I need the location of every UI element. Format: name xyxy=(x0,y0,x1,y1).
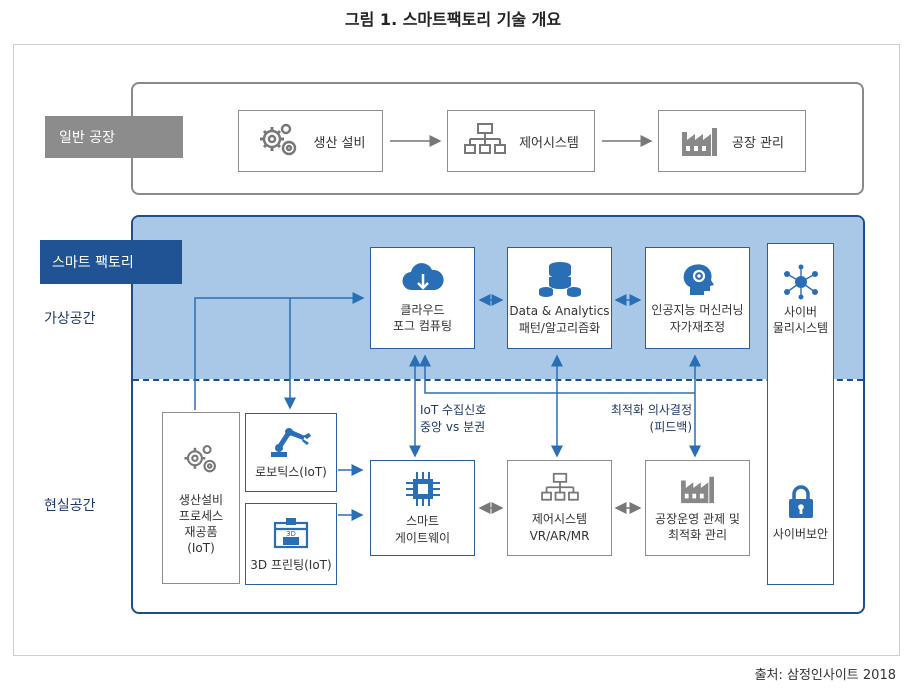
ops-label-1: 공장운영 관제 및 xyxy=(655,511,740,526)
factory-icon xyxy=(682,128,717,156)
network-icon xyxy=(783,264,818,300)
iot-note-line-1: IoT 수집신호 xyxy=(420,403,487,417)
gears-icon xyxy=(259,123,296,156)
factory-ops-box: 공장운영 관제 및 최적화 관리 xyxy=(645,460,750,556)
figure-frame xyxy=(13,44,900,656)
analytics-label-1: Data & Analytics xyxy=(509,304,610,319)
gears-icon xyxy=(184,444,216,472)
control-vr-label-2: VR/AR/MR xyxy=(529,528,590,543)
smart-gateway-box: 스마트 게이트웨이 xyxy=(370,460,475,556)
virtual-real-divider xyxy=(133,379,863,381)
cloud-label-1: 클라우드 xyxy=(400,302,445,317)
equipment-process-box: 생산설비 프로세스 재공품 (IoT) xyxy=(162,412,240,584)
cps-label-2: 물리시스템 xyxy=(772,321,829,336)
cyber-security-label: 사이버보안 xyxy=(772,527,829,542)
iot-signal-note: IoT 수집신호 중앙 vs 분권 xyxy=(420,402,486,436)
robotics-label: 로보틱스(IoT) xyxy=(255,465,327,480)
control-system-label: 제어시스템 xyxy=(519,135,579,151)
ai-label-2: 자가재조정 xyxy=(669,319,726,334)
virtual-space-label: 가상공간 xyxy=(44,311,96,327)
factory-management-box: 공장 관리 xyxy=(658,110,806,172)
ai-label-1: 인공지능 머신러닝 xyxy=(651,303,744,318)
control-system-box: 제어시스템 xyxy=(447,110,595,172)
arrow-decision-feedback xyxy=(419,354,695,394)
equipment-label-3: 재공품 xyxy=(184,525,218,539)
decision-feedback-note: 최적화 의사결정 (피드백) xyxy=(610,402,692,436)
source-note: 출처: 삼정인사이트 2018 xyxy=(754,668,896,683)
equipment-label-4: (IoT) xyxy=(187,541,215,556)
factory-management-label: 공장 관리 xyxy=(732,135,784,151)
gateway-label-1: 스마트 xyxy=(405,514,440,529)
hierarchy-icon xyxy=(540,473,579,501)
production-equipment-label: 생산 설비 xyxy=(313,135,366,151)
decision-note-line-2: (피드백) xyxy=(649,419,692,434)
cloud-label-2: 포그 컴퓨팅 xyxy=(392,319,452,333)
arrow-equipment-to-cloud xyxy=(194,292,365,410)
lock-icon xyxy=(788,485,813,519)
robot-arm-icon xyxy=(271,428,311,458)
ai-machine-learning-box: 인공지능 머신러닝 자가재조정 xyxy=(645,247,750,349)
3d-printing-box: 3D 3D 프린팅(IoT) xyxy=(245,503,337,585)
ops-label-2: 최적화 관리 xyxy=(667,528,727,542)
general-factory-label: 일반 공장 xyxy=(45,116,183,158)
equipment-label-2: 프로세스 xyxy=(178,508,224,523)
control-vr-box: 제어시스템 VR/AR/MR xyxy=(507,460,612,556)
chip-icon xyxy=(405,472,440,507)
real-space-label: 현실공간 xyxy=(44,498,96,514)
database-icon xyxy=(538,262,581,298)
3d-printing-label: 3D 프린팅(IoT) xyxy=(250,557,332,572)
ai-head-icon xyxy=(683,264,714,296)
analytics-label-2: 패턴/알고리즘화 xyxy=(518,320,601,335)
robotics-box: 로보틱스(IoT) xyxy=(245,413,337,492)
equipment-label-1: 생산설비 xyxy=(178,492,224,507)
figure-title: 그림 1. 스마트팩토리 기술 개요 xyxy=(344,10,562,29)
control-vr-label-1: 제어시스템 xyxy=(531,512,588,527)
cps-label-1: 사이버 xyxy=(783,305,818,319)
production-equipment-box: 생산 설비 xyxy=(238,110,383,172)
decision-note-line-1: 최적화 의사결정 xyxy=(610,403,692,417)
iot-note-line-2: 중앙 vs 분권 xyxy=(420,419,486,434)
cloud-icon xyxy=(401,262,444,290)
gateway-label-2: 게이트웨이 xyxy=(394,530,451,545)
svg-text:3D: 3D xyxy=(286,530,296,538)
hierarchy-icon xyxy=(464,123,507,154)
cloud-computing-box: 클라우드 포그 컴퓨팅 xyxy=(370,247,475,349)
smart-factory-label: 스마트 팩토리 xyxy=(40,240,182,284)
cyber-physical-system-column: 사이버 물리시스템 사이버보안 xyxy=(767,243,834,585)
data-analytics-box: Data & Analytics 패턴/알고리즘화 xyxy=(507,247,612,349)
3d-printer-icon: 3D xyxy=(273,517,309,549)
factory-icon xyxy=(680,476,714,503)
